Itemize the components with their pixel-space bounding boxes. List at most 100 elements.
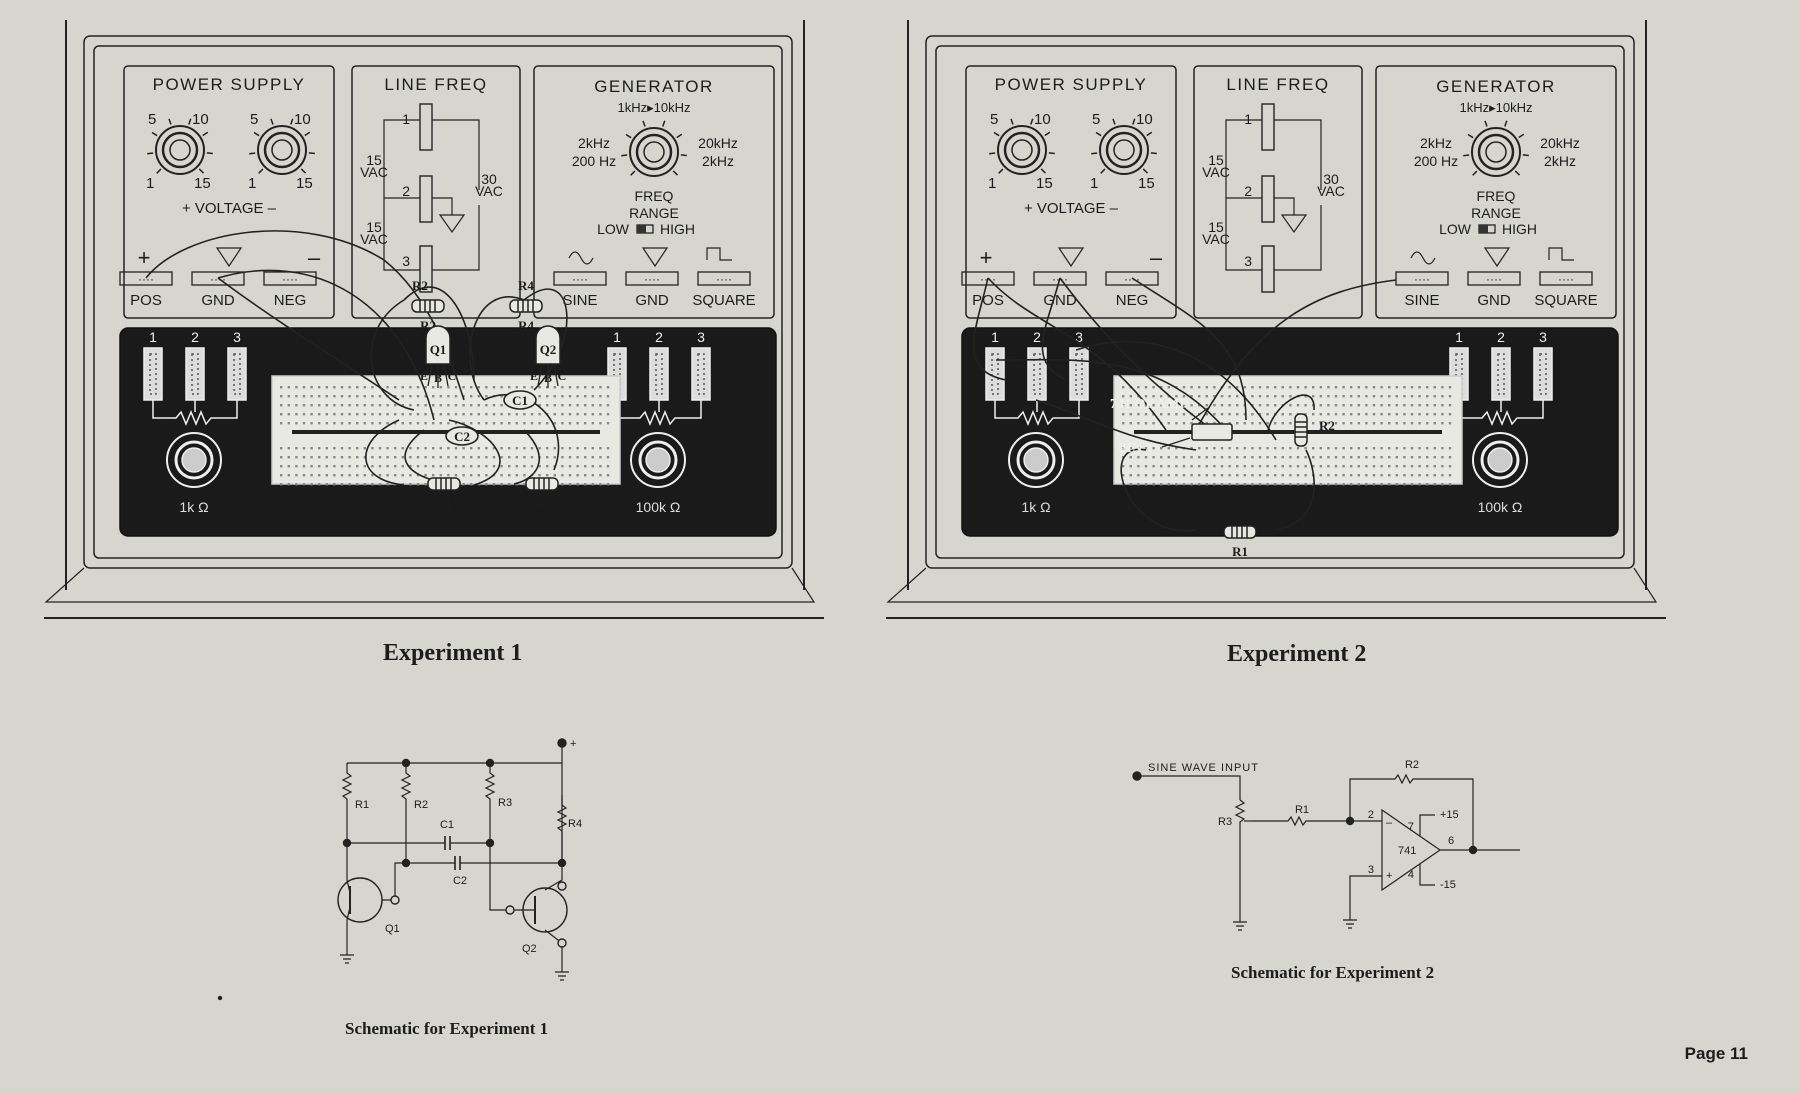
q2-emitter <box>544 929 563 972</box>
breadboard-hole <box>1251 447 1254 450</box>
breadboard-hole <box>348 456 351 459</box>
breadboard-hole <box>1182 404 1186 407</box>
breadboard-hole <box>325 447 328 450</box>
breadboard-hole <box>568 386 572 389</box>
terminal <box>390 895 400 905</box>
breadboard-hole <box>599 413 602 416</box>
breadboard-hole <box>576 447 579 450</box>
breadboard-hole <box>302 456 306 459</box>
breadboard-hole <box>485 456 488 459</box>
breadboard-hole <box>1334 395 1338 398</box>
breadboard-hole <box>454 386 458 389</box>
breadboard-hole <box>310 465 313 468</box>
breadboard-hole <box>1441 413 1444 416</box>
breadboard-hole <box>1175 404 1178 407</box>
breadboard-hole <box>318 386 321 389</box>
breadboard-hole <box>561 404 564 407</box>
breadboard-hole <box>439 386 442 389</box>
breadboard-hole <box>1281 456 1284 459</box>
pos-label: POS <box>130 292 162 309</box>
breadboard-hole <box>409 447 412 450</box>
breadboard-hole <box>416 465 420 468</box>
breadboard-hole <box>1342 395 1345 398</box>
breadboard-hole <box>432 456 435 459</box>
breadboard-hole <box>599 474 602 477</box>
breadboard-hole <box>599 395 602 398</box>
sine-jack <box>1395 271 1449 286</box>
breadboard-hole <box>1122 474 1125 477</box>
r4-label: R4 <box>568 818 582 830</box>
breadboard-hole <box>1350 386 1353 389</box>
breadboard-hole <box>1160 474 1163 477</box>
breadboard-hole <box>1312 395 1315 398</box>
lf-wire <box>383 119 420 271</box>
pot-value-label: 100k Ω <box>636 499 681 515</box>
breadboard-hole <box>1190 404 1193 407</box>
input-terminal <box>1132 771 1142 781</box>
pot-resistor-symbol <box>1458 400 1544 426</box>
breadboard-hole <box>1137 395 1140 398</box>
pin3-label: 3 <box>1368 864 1374 876</box>
resistor-body <box>411 299 445 313</box>
breadboard-hole <box>1289 447 1292 450</box>
breadboard-hole <box>1152 465 1155 468</box>
breadboard-hole <box>530 465 534 468</box>
breadboard-hole <box>553 395 556 398</box>
jack-dots: ···· <box>138 272 154 286</box>
breadboard-hole <box>1205 395 1208 398</box>
breadboard-hole <box>318 395 321 398</box>
pot-value-label: 1k Ω <box>1021 499 1050 515</box>
dial-tick <box>621 154 628 157</box>
ground-symbol <box>215 247 243 268</box>
q1-base <box>382 862 406 901</box>
breadboard-hole <box>1441 386 1444 389</box>
vac-30-value: 30 <box>481 171 497 187</box>
breadboard-hole <box>1357 456 1360 459</box>
knob-ring <box>161 131 199 169</box>
gen-2khz: 2kHz <box>1420 135 1452 151</box>
breadboard-hole <box>302 422 306 425</box>
junction <box>401 758 411 768</box>
breadboard-hole <box>523 456 526 459</box>
jack-dots: ···· <box>644 272 660 286</box>
breadboard-hole <box>1213 483 1216 486</box>
breadboard-hole <box>1342 404 1345 407</box>
wire <box>987 277 1167 431</box>
breadboard-hole <box>1160 386 1163 389</box>
breadboard-hole <box>348 474 351 477</box>
breadboard-hole <box>1190 465 1193 468</box>
breadboard-hole <box>310 404 313 407</box>
breadboard-hole <box>333 404 336 407</box>
breadboard-hole <box>1266 404 1269 407</box>
breadboard-hole <box>1365 395 1368 398</box>
breadboard-hole <box>302 447 306 450</box>
breadboard-hole <box>515 447 518 450</box>
square-symbol <box>706 247 732 261</box>
breadboard-hole <box>1426 422 1429 425</box>
vac-unit: VAC <box>1202 164 1230 180</box>
breadboard-hole <box>1167 474 1170 477</box>
breadboard-hole <box>416 395 420 398</box>
breadboard-hole <box>340 465 344 468</box>
c1-label: C1 <box>440 819 454 831</box>
breadboard-hole <box>371 404 374 407</box>
breadboard-hole <box>1190 395 1193 398</box>
breadboard-hole <box>371 386 374 389</box>
line-freq-label: LINE FREQ <box>1226 75 1329 94</box>
breadboard-hole <box>553 404 556 407</box>
breadboard-hole <box>371 456 374 459</box>
lead <box>553 363 559 387</box>
breadboard-hole <box>1403 413 1406 416</box>
breadboard-hole <box>1372 413 1376 416</box>
r3-pot <box>1234 799 1246 922</box>
breadboard-hole <box>1319 404 1322 407</box>
breadboard-hole <box>424 447 427 450</box>
breadboard-hole <box>1426 447 1429 450</box>
dial-tick <box>1142 168 1149 174</box>
breadboard-hole <box>1410 447 1414 450</box>
breadboard-hole <box>416 386 420 389</box>
pot-terminal-pins <box>1075 353 1083 395</box>
breadboard-hole <box>1175 465 1178 468</box>
breadboard-hole <box>1342 422 1345 425</box>
capacitor-c2: C2 <box>445 426 479 446</box>
